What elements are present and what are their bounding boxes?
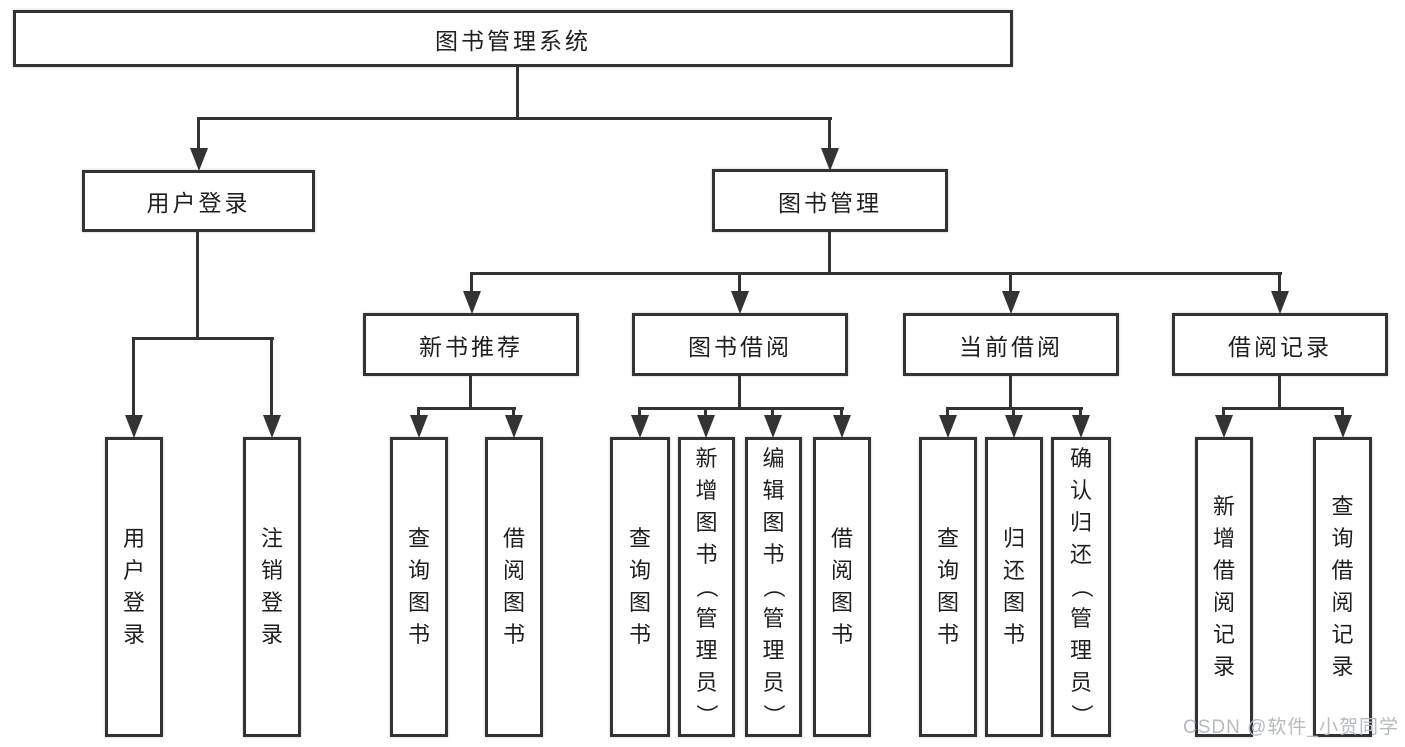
arrowhead-down (1005, 415, 1023, 438)
connector-hline (197, 117, 832, 120)
arrowhead-down (125, 415, 143, 438)
connector-vline (738, 376, 741, 407)
connector-hline (470, 272, 1282, 275)
connector-hline (638, 407, 844, 410)
leaf-recommend-borrow-books: 借阅图书 (485, 437, 543, 737)
connector-vline (638, 407, 641, 419)
connector-vline (197, 117, 200, 150)
connector-vline (1009, 272, 1012, 293)
connector-vline (840, 407, 843, 419)
leaf-records-add-record: 新增借阅记录 (1195, 437, 1253, 737)
connector-hline (417, 407, 516, 410)
leaf-borrowing-query-books: 查询图书 (610, 437, 670, 737)
node-borrowing-records: 借阅记录 (1172, 313, 1388, 376)
connector-vline (771, 407, 774, 419)
arrowhead-down (631, 415, 649, 438)
arrowhead-down (833, 415, 851, 438)
arrowhead-down (1271, 291, 1289, 314)
connector-vline (1341, 407, 1344, 419)
node-book-borrowing: 图书借阅 (632, 313, 848, 376)
connector-vline (738, 272, 741, 293)
arrowhead-down (410, 415, 428, 438)
leaf-recommend-query-books: 查询图书 (390, 437, 448, 737)
arrowhead-down (764, 415, 782, 438)
leaf-current-return-books: 归还图书 (985, 437, 1043, 737)
arrowhead-down (463, 291, 481, 314)
leaf-borrowing-edit-books-admin: 编辑图书（管理员） (745, 437, 802, 737)
arrowhead-down (263, 415, 281, 438)
leaf-borrowing-add-books-admin: 新增图书（管理员） (678, 437, 735, 737)
leaf-user-login: 用户登录 (105, 437, 163, 737)
node-current-borrowing: 当前借阅 (903, 313, 1119, 376)
arrowhead-down (505, 415, 523, 438)
arrowhead-down (1072, 415, 1090, 438)
connector-vline (132, 337, 135, 417)
connector-vline (1222, 407, 1225, 419)
node-new-book-recommendation: 新书推荐 (363, 313, 579, 376)
arrowhead-down (1334, 415, 1352, 438)
leaf-records-query-record: 查询借阅记录 (1313, 437, 1372, 737)
connector-vline (946, 407, 949, 419)
connector-vline (1278, 376, 1281, 407)
connector-vline (1079, 407, 1082, 419)
connector-vline (196, 232, 199, 337)
node-book-management: 图书管理 (712, 169, 948, 232)
connector-vline (1278, 272, 1281, 293)
connector-vline (417, 407, 420, 419)
arrowhead-down (190, 148, 208, 171)
arrowhead-down (821, 148, 839, 171)
connector-vline (1009, 376, 1012, 407)
connector-vline (704, 407, 707, 419)
arrowhead-down (1215, 415, 1233, 438)
connector-vline (512, 407, 515, 419)
node-user-login: 用户登录 (82, 170, 315, 232)
arrowhead-down (1002, 291, 1020, 314)
leaf-borrowing-borrow-books: 借阅图书 (813, 437, 871, 737)
connector-vline (828, 117, 831, 150)
connector-hline (1222, 407, 1344, 410)
leaf-current-query-books: 查询图书 (919, 437, 977, 737)
connector-hline (132, 337, 274, 340)
connector-vline (828, 232, 831, 272)
connector-vline (470, 272, 473, 293)
node-root: 图书管理系统 (13, 10, 1013, 67)
watermark: CSDN @软件_小贺同学 (1183, 717, 1399, 738)
connector-vline (469, 376, 472, 407)
connector-vline (270, 337, 273, 417)
leaf-current-confirm-return-admin: 确认归还（管理员） (1051, 437, 1111, 737)
arrowhead-down (697, 415, 715, 438)
arrowhead-down (939, 415, 957, 438)
connector-vline (516, 67, 519, 117)
arrowhead-down (731, 291, 749, 314)
connector-vline (1012, 407, 1015, 419)
leaf-logout: 注销登录 (243, 437, 301, 737)
